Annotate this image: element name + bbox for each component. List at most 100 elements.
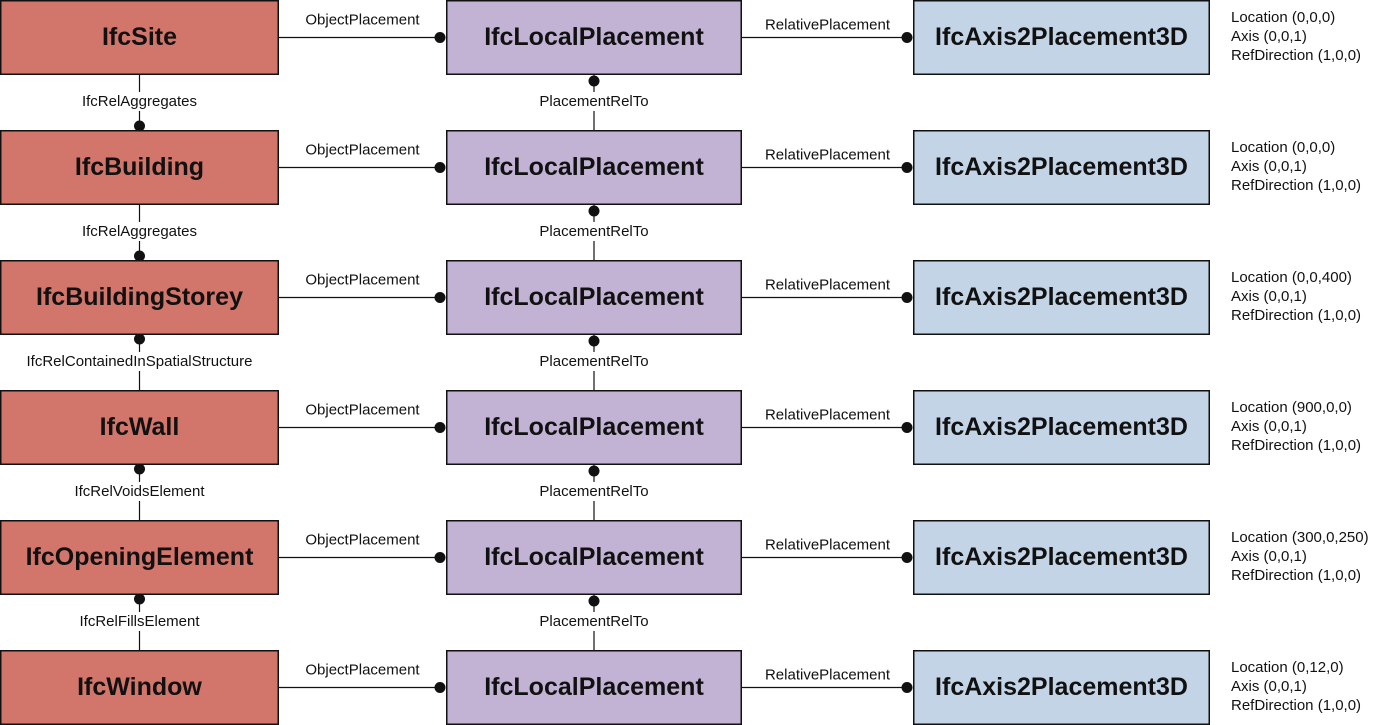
- label-backing: [536, 611, 652, 631]
- relative-placement-label: RelativePlacement: [765, 406, 891, 423]
- placement-rel-to-label: PlacementRelTo: [539, 223, 648, 240]
- placement-rel-to-label: PlacementRelTo: [539, 93, 648, 110]
- relationship-label: IfcRelAggregates: [82, 93, 197, 110]
- object-placement-label: ObjectPlacement: [305, 11, 420, 28]
- placement-attribute: Axis (0,0,1): [1231, 28, 1307, 45]
- axis-placement-box[interactable]: [913, 260, 1210, 335]
- relationship-label: IfcRelContainedInSpatialStructure: [27, 353, 253, 370]
- local-placement-box[interactable]: [446, 130, 742, 205]
- placement-attribute: RefDirection (1,0,0): [1231, 697, 1361, 714]
- placement-attribute: RefDirection (1,0,0): [1231, 307, 1361, 324]
- axis-placement-box[interactable]: [913, 130, 1210, 205]
- local-placement-box[interactable]: [446, 0, 742, 75]
- placement-attribute: RefDirection (1,0,0): [1231, 567, 1361, 584]
- local-placement-box[interactable]: [446, 650, 742, 725]
- entity-box[interactable]: [0, 520, 279, 595]
- placement-rel-to-label: PlacementRelTo: [539, 483, 648, 500]
- relationship-end-dot: [134, 120, 145, 132]
- axis-placement-box[interactable]: [913, 390, 1210, 465]
- placement-attribute: Location (0,0,0): [1231, 9, 1335, 26]
- placement-rel-to-dot: [588, 335, 600, 347]
- local-placement-label: IfcLocalPlacement: [484, 543, 704, 571]
- placement-rel-to-dot: [588, 595, 600, 607]
- relationship-end-dot: [134, 463, 145, 475]
- axis-placement-label: IfcAxis2Placement3D: [935, 23, 1188, 51]
- object-placement-label: ObjectPlacement: [305, 271, 420, 288]
- entity-box[interactable]: [0, 650, 279, 725]
- axis-placement-label: IfcAxis2Placement3D: [935, 673, 1188, 701]
- label-backing: [536, 351, 652, 371]
- placement-attribute: Axis (0,0,1): [1231, 548, 1307, 565]
- placement-attribute: Axis (0,0,1): [1231, 678, 1307, 695]
- local-placement-label: IfcLocalPlacement: [484, 283, 704, 311]
- local-placement-label: IfcLocalPlacement: [484, 673, 704, 701]
- object-placement-dot: [434, 552, 446, 563]
- entity-box[interactable]: [0, 130, 279, 205]
- relationship-end-dot: [134, 593, 145, 605]
- placement-attribute: RefDirection (1,0,0): [1231, 47, 1361, 64]
- placement-attribute: Axis (0,0,1): [1231, 288, 1307, 305]
- placement-rel-to-dot: [588, 465, 600, 477]
- local-placement-box[interactable]: [446, 520, 742, 595]
- placement-rel-to-dot: [588, 75, 600, 87]
- object-placement-label: ObjectPlacement: [305, 141, 420, 158]
- axis-placement-box[interactable]: [913, 650, 1210, 725]
- entity-label: IfcBuildingStorey: [36, 283, 243, 311]
- entity-label: IfcOpeningElement: [26, 543, 254, 571]
- label-backing: [78, 91, 201, 111]
- placement-rel-to-dot: [588, 205, 600, 217]
- relationship-end-dot: [134, 333, 145, 345]
- relationship-end-dot: [134, 250, 145, 262]
- entity-label: IfcWall: [100, 413, 180, 441]
- axis-placement-box[interactable]: [913, 520, 1210, 595]
- entity-box[interactable]: [0, 390, 279, 465]
- local-placement-label: IfcLocalPlacement: [484, 23, 704, 51]
- relationship-label: IfcRelAggregates: [82, 223, 197, 240]
- relative-placement-dot: [901, 292, 913, 303]
- axis-placement-label: IfcAxis2Placement3D: [935, 283, 1188, 311]
- local-placement-label: IfcLocalPlacement: [484, 413, 704, 441]
- label-backing: [78, 221, 201, 241]
- label-backing: [23, 351, 256, 371]
- axis-placement-label: IfcAxis2Placement3D: [935, 543, 1188, 571]
- placement-attribute: Axis (0,0,1): [1231, 418, 1307, 435]
- axis-placement-label: IfcAxis2Placement3D: [935, 413, 1188, 441]
- relative-placement-label: RelativePlacement: [765, 276, 891, 293]
- relative-placement-label: RelativePlacement: [765, 666, 891, 683]
- local-placement-box[interactable]: [446, 390, 742, 465]
- placement-rel-to-label: PlacementRelTo: [539, 353, 648, 370]
- relative-placement-dot: [901, 162, 913, 173]
- placement-attribute: Location (300,0,250): [1231, 529, 1369, 546]
- relative-placement-label: RelativePlacement: [765, 536, 891, 553]
- object-placement-dot: [434, 682, 446, 693]
- label-backing: [76, 611, 204, 631]
- axis-placement-box[interactable]: [913, 0, 1210, 75]
- entity-label: IfcWindow: [77, 673, 202, 701]
- object-placement-label: ObjectPlacement: [305, 531, 420, 548]
- relationship-label: IfcRelVoidsElement: [74, 483, 205, 500]
- relative-placement-dot: [901, 552, 913, 563]
- relative-placement-dot: [901, 682, 913, 693]
- label-backing: [536, 481, 652, 501]
- placement-attribute: Location (0,0,400): [1231, 269, 1352, 286]
- entity-box[interactable]: [0, 0, 279, 75]
- placement-attribute: Location (900,0,0): [1231, 399, 1352, 416]
- object-placement-dot: [434, 292, 446, 303]
- object-placement-dot: [434, 422, 446, 433]
- relationship-label: IfcRelFillsElement: [79, 613, 200, 630]
- entity-box[interactable]: [0, 260, 279, 335]
- local-placement-box[interactable]: [446, 260, 742, 335]
- relative-placement-label: RelativePlacement: [765, 146, 891, 163]
- label-backing: [536, 91, 652, 111]
- local-placement-label: IfcLocalPlacement: [484, 153, 704, 181]
- relative-placement-dot: [901, 422, 913, 433]
- object-placement-dot: [434, 162, 446, 173]
- placement-attribute: Axis (0,0,1): [1231, 158, 1307, 175]
- placement-attribute: Location (0,12,0): [1231, 659, 1344, 676]
- entity-label: IfcSite: [102, 23, 177, 51]
- placement-attribute: Location (0,0,0): [1231, 139, 1335, 156]
- axis-placement-label: IfcAxis2Placement3D: [935, 153, 1188, 181]
- relative-placement-dot: [901, 32, 913, 43]
- entity-label: IfcBuilding: [75, 153, 204, 181]
